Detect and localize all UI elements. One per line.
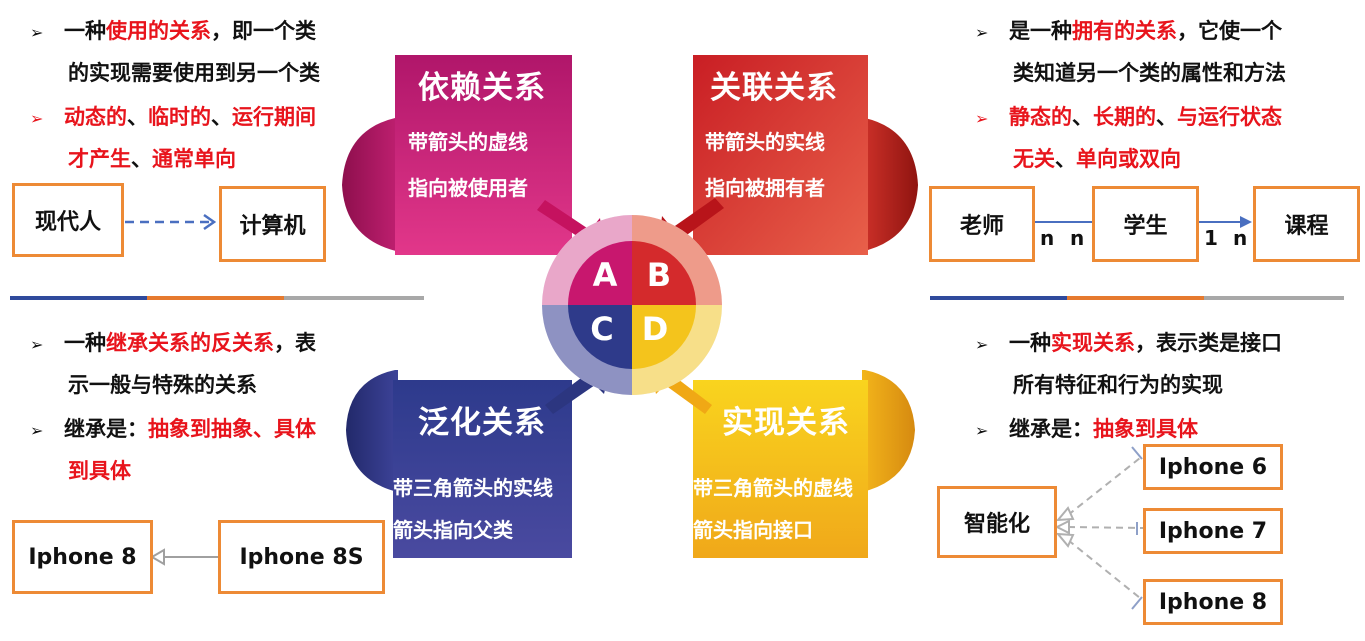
- card-c-line2: 箭头指向父类: [393, 518, 513, 542]
- bullet-arrow-icon: ➢: [30, 421, 44, 440]
- box-modern-person: 现代人: [12, 183, 124, 257]
- realization-triangle-1: [1055, 506, 1075, 522]
- box-student: 学生: [1092, 186, 1199, 262]
- card-c-line1: 带三角箭头的实线: [393, 476, 553, 500]
- bullet-arrow-icon: ➢: [975, 421, 989, 440]
- box-computer: 计算机: [219, 186, 326, 262]
- d-bullet-1: ➢一种实现关系，表示类是接口: [975, 322, 1282, 366]
- card-a-line2: 指向被使用者: [408, 176, 528, 200]
- generalization-triangle: [150, 548, 165, 566]
- card-d-title: 实现关系: [722, 405, 850, 441]
- box-iphone-8-parent: Iphone 8: [12, 520, 153, 594]
- b-bullet-1: ➢是一种拥有的关系，它使一个: [975, 10, 1282, 54]
- c-bullet-1: ➢一种继承关系的反关系，表: [30, 322, 316, 366]
- separator-left-gray: [284, 296, 424, 300]
- box-iphone-8: Iphone 8: [1143, 579, 1283, 625]
- box-iphone-8s: Iphone 8S: [218, 520, 385, 594]
- card-a-shape: [395, 55, 572, 255]
- d-bullet-2: ➢继承是：抽象到具体: [975, 408, 1198, 452]
- b-bullet-2: ➢静态的、长期的、与运行状态: [975, 96, 1282, 140]
- realization-triangle-3: [1055, 532, 1075, 548]
- bullet-arrow-icon: ➢: [30, 335, 44, 354]
- letter-b: B: [647, 256, 671, 294]
- a-bullet-2: ➢动态的、临时的、运行期间: [30, 96, 316, 140]
- separator-left-orange: [147, 296, 284, 300]
- a-bullet-2-cont: 才产生、通常单向: [68, 147, 236, 171]
- card-a-curl: [342, 118, 400, 252]
- bullet-arrow-icon: ➢: [975, 335, 989, 354]
- separator-right-gray: [1204, 296, 1344, 300]
- realization-line-2: [1067, 526, 1144, 529]
- card-d-line1: 带三角箭头的虚线: [693, 476, 853, 500]
- multiplicity-n-1: n: [1040, 226, 1055, 250]
- card-b-line1: 带箭头的实线: [705, 130, 825, 154]
- d-bullet-1-cont: 所有特征和行为的实现: [1013, 373, 1223, 397]
- card-c-curl: [346, 370, 398, 492]
- letter-c: C: [590, 310, 613, 348]
- association-arrowhead: [1240, 216, 1252, 228]
- bullet-arrow-icon: ➢: [975, 23, 989, 42]
- sector-b: [632, 241, 696, 305]
- realization-tick-3: [1131, 596, 1143, 610]
- card-d-line2: 箭头指向接口: [693, 518, 813, 542]
- multiplicity-n-2: n: [1070, 226, 1085, 250]
- realization-tick-1: [1131, 446, 1143, 460]
- sector-c: [568, 305, 632, 369]
- box-iphone-7: Iphone 7: [1143, 508, 1283, 554]
- card-c-shape: [393, 380, 572, 558]
- c-bullet-2-cont: 到具体: [68, 459, 131, 483]
- box-intelligent: 智能化: [937, 486, 1057, 558]
- sector-d: [632, 305, 696, 369]
- card-d-curl: [862, 370, 915, 492]
- a-bullet-1: ➢一种使用的关系，即一个类: [30, 10, 316, 54]
- card-d-shape: [693, 380, 868, 558]
- card-b-curl: [860, 118, 918, 252]
- separator-right-blue: [930, 296, 1067, 300]
- letter-a: A: [593, 256, 618, 294]
- bullet-arrow-icon: ➢: [975, 109, 989, 128]
- card-a-line1: 带箭头的虚线: [408, 130, 528, 154]
- bullet-arrow-icon: ➢: [30, 23, 44, 42]
- sector-a: [568, 241, 632, 305]
- card-a-title: 依赖关系: [418, 70, 546, 106]
- realization-line-3: [1067, 539, 1141, 599]
- c-bullet-2: ➢继承是：抽象到抽象、具体: [30, 408, 316, 452]
- realization-line-1: [1067, 457, 1141, 516]
- card-b-title: 关联关系: [710, 70, 838, 106]
- card-b-shape: [693, 55, 868, 255]
- bullet-arrow-icon: ➢: [30, 109, 44, 128]
- b-bullet-1-cont: 类知道另一个类的属性和方法: [1013, 61, 1286, 85]
- a-bullet-1-cont: 的实现需要使用到另一个类: [68, 61, 320, 85]
- separator-right-orange: [1067, 296, 1204, 300]
- box-course: 课程: [1253, 186, 1360, 262]
- dependency-arrowhead: [203, 213, 217, 231]
- multiplicity-1: 1: [1204, 226, 1218, 250]
- box-iphone-6: Iphone 6: [1143, 444, 1283, 490]
- card-b-line2: 指向被拥有者: [705, 176, 825, 200]
- separator-left-blue: [10, 296, 147, 300]
- realization-triangle-2: [1054, 519, 1070, 535]
- b-bullet-2-cont: 无关、单向或双向: [1013, 147, 1181, 171]
- c-bullet-1-cont: 示一般与特殊的关系: [68, 373, 257, 397]
- card-c-title: 泛化关系: [418, 405, 546, 441]
- multiplicity-n-3: n: [1233, 226, 1248, 250]
- letter-d: D: [642, 310, 669, 348]
- box-teacher: 老师: [929, 186, 1035, 262]
